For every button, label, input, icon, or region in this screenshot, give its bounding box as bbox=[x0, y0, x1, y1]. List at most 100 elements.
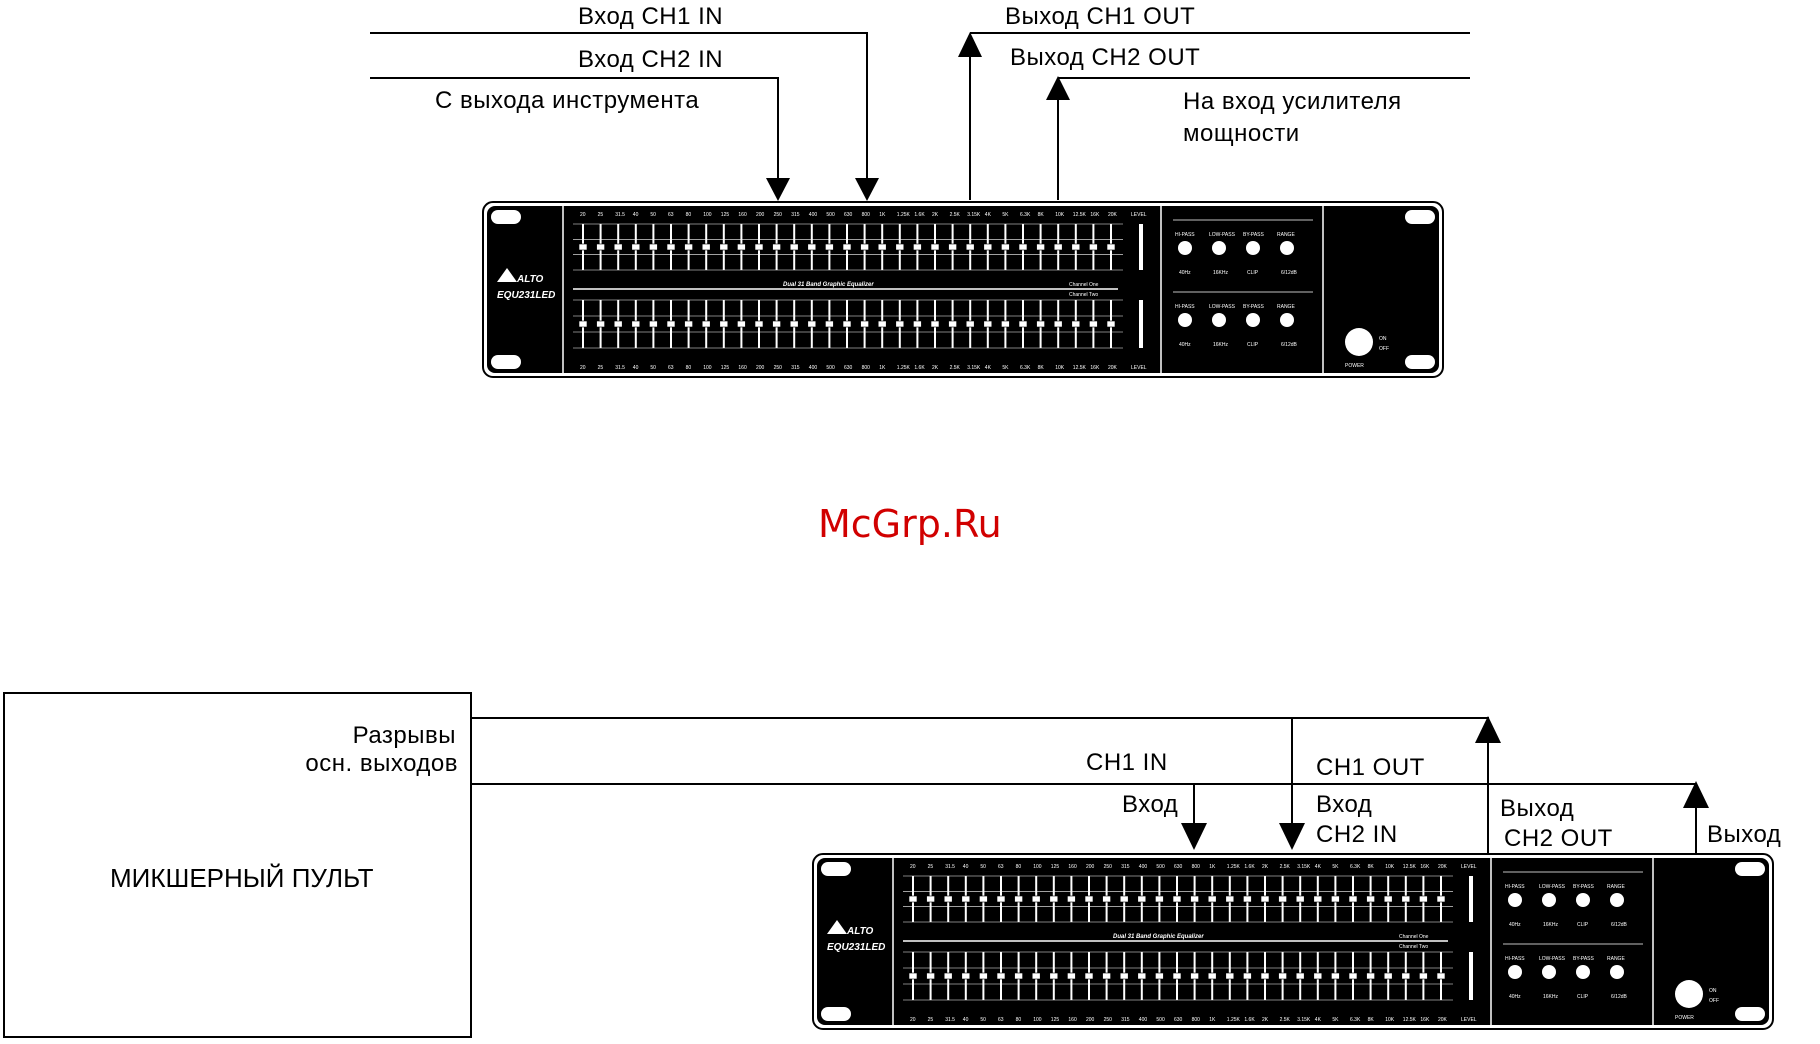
fader-knob bbox=[1036, 243, 1045, 251]
freq-label-bottom: 40 bbox=[633, 365, 639, 371]
label-ch1-out: CH1 OUT bbox=[1316, 754, 1425, 781]
fader-knob bbox=[1014, 972, 1023, 980]
fader-knob bbox=[860, 243, 869, 251]
freq-label-top: 1.25K bbox=[897, 212, 911, 218]
freq-label-top: 2K bbox=[932, 212, 939, 218]
model-label: EQU231LED bbox=[497, 290, 555, 301]
freq-label-bottom: 500 bbox=[1156, 1017, 1165, 1023]
fader-knob bbox=[1260, 972, 1270, 980]
freq-label-top: 5K bbox=[1332, 864, 1339, 870]
mixer-inserts-line2: осн. выходов bbox=[305, 750, 458, 777]
freq-label-top: 16K bbox=[1420, 864, 1430, 870]
fader-knob bbox=[1419, 972, 1428, 980]
freq-label-bottom: 20K bbox=[1438, 1017, 1448, 1023]
freq-label-top: 630 bbox=[844, 212, 853, 218]
fader-knob bbox=[649, 243, 658, 251]
label-in-ch2: Вход CH2 IN bbox=[578, 46, 723, 73]
freq-label-top: 315 bbox=[791, 212, 800, 218]
fader-knob bbox=[913, 243, 922, 251]
level-fader-track bbox=[1469, 952, 1473, 1000]
freq-label-bottom: 12.5K bbox=[1403, 1017, 1417, 1023]
freq-label-top: 40 bbox=[633, 212, 639, 218]
label-to-amp-2: мощности bbox=[1183, 120, 1300, 147]
freq-label-bottom: 160 bbox=[1068, 1017, 1077, 1023]
center-title: Dual 31 Band Graphic Equalizer bbox=[1113, 934, 1204, 940]
freq-label-bottom: 8K bbox=[1368, 1017, 1375, 1023]
control-sublabel: 40Hz bbox=[1179, 270, 1191, 276]
wire-in-ch1 bbox=[370, 32, 868, 190]
control-knob bbox=[1280, 313, 1294, 327]
fader-knob bbox=[908, 972, 918, 980]
control-sublabel: CLIP bbox=[1247, 342, 1259, 348]
fader-knob bbox=[754, 320, 764, 328]
fader-knob bbox=[860, 320, 869, 328]
freq-label-top: 200 bbox=[756, 212, 765, 218]
label-from-instrument: С выхода инструмента bbox=[435, 87, 699, 114]
control-knob bbox=[1246, 241, 1260, 255]
freq-label-top: 160 bbox=[738, 212, 747, 218]
freq-label-top: 20K bbox=[1108, 212, 1118, 218]
brand-label: ALTO bbox=[516, 274, 544, 285]
fader-knob bbox=[1207, 972, 1217, 980]
fader-knob bbox=[1084, 972, 1094, 980]
arrow-down-ch2-in-2 bbox=[1279, 823, 1305, 850]
fader-knob bbox=[807, 320, 817, 328]
control-sublabel: 16KHz bbox=[1213, 270, 1229, 276]
fader-knob bbox=[807, 243, 817, 251]
power-off-label: OFF bbox=[1709, 998, 1719, 1004]
fader-knob bbox=[943, 895, 953, 903]
fader-knob bbox=[737, 320, 746, 328]
fader-knob bbox=[943, 972, 953, 980]
level-label-bottom: LEVEL bbox=[1131, 365, 1147, 371]
wire-in-ch2 bbox=[370, 77, 779, 190]
fader-knob bbox=[596, 320, 605, 328]
freq-label-top: 63 bbox=[998, 864, 1004, 870]
fader-knob bbox=[1243, 972, 1252, 980]
control-label: RANGE bbox=[1277, 232, 1295, 238]
channel-one-label: Channel One bbox=[1069, 282, 1099, 288]
fader-knob bbox=[1383, 895, 1393, 903]
control-knob bbox=[1508, 893, 1522, 907]
fader-knob bbox=[719, 320, 729, 328]
fader-knob bbox=[1084, 895, 1094, 903]
alto-logo-mark bbox=[827, 920, 847, 934]
control-sublabel: 6/12dB bbox=[1611, 994, 1628, 1000]
freq-label-bottom: 63 bbox=[998, 1017, 1004, 1023]
fader-knob bbox=[1313, 972, 1323, 980]
fader-knob bbox=[666, 243, 676, 251]
freq-label-bottom: 1K bbox=[1209, 1017, 1216, 1023]
freq-label-top: 16K bbox=[1090, 212, 1100, 218]
fader-knob bbox=[631, 243, 641, 251]
fader-knob bbox=[1067, 895, 1076, 903]
fader-knob bbox=[701, 320, 711, 328]
freq-label-bottom: 2K bbox=[932, 365, 939, 371]
freq-label-top: 160 bbox=[1068, 864, 1077, 870]
model-label: EQU231LED bbox=[827, 942, 885, 953]
freq-label-bottom: 250 bbox=[774, 365, 783, 371]
fader-knob bbox=[1225, 895, 1235, 903]
control-label: BY-PASS bbox=[1243, 304, 1265, 310]
freq-label-top: 25 bbox=[928, 864, 934, 870]
freq-label-bottom: 1K bbox=[879, 365, 886, 371]
fader-knob bbox=[1106, 320, 1116, 328]
fader-knob bbox=[877, 320, 887, 328]
control-label: RANGE bbox=[1607, 956, 1625, 962]
fader-knob bbox=[913, 320, 922, 328]
freq-label-bottom: 3.15K bbox=[1297, 1017, 1311, 1023]
label-out-ch1: Выход CH1 OUT bbox=[1005, 3, 1195, 30]
freq-label-bottom: 315 bbox=[791, 365, 800, 371]
fader-knob bbox=[908, 895, 918, 903]
control-knob bbox=[1542, 965, 1556, 979]
arrow-up-ch2-out bbox=[1046, 76, 1070, 100]
control-label: HI-PASS bbox=[1505, 884, 1525, 890]
fader-knob bbox=[948, 320, 957, 328]
freq-label-top: 80 bbox=[686, 212, 692, 218]
fader-knob bbox=[1155, 895, 1164, 903]
fader-knob bbox=[930, 243, 940, 251]
fader-knob bbox=[1366, 895, 1375, 903]
freq-label-top: 100 bbox=[703, 212, 712, 218]
fader-knob bbox=[684, 243, 693, 251]
fader-knob bbox=[1225, 972, 1235, 980]
fader-knob bbox=[1243, 895, 1252, 903]
fader-knob bbox=[1018, 243, 1028, 251]
